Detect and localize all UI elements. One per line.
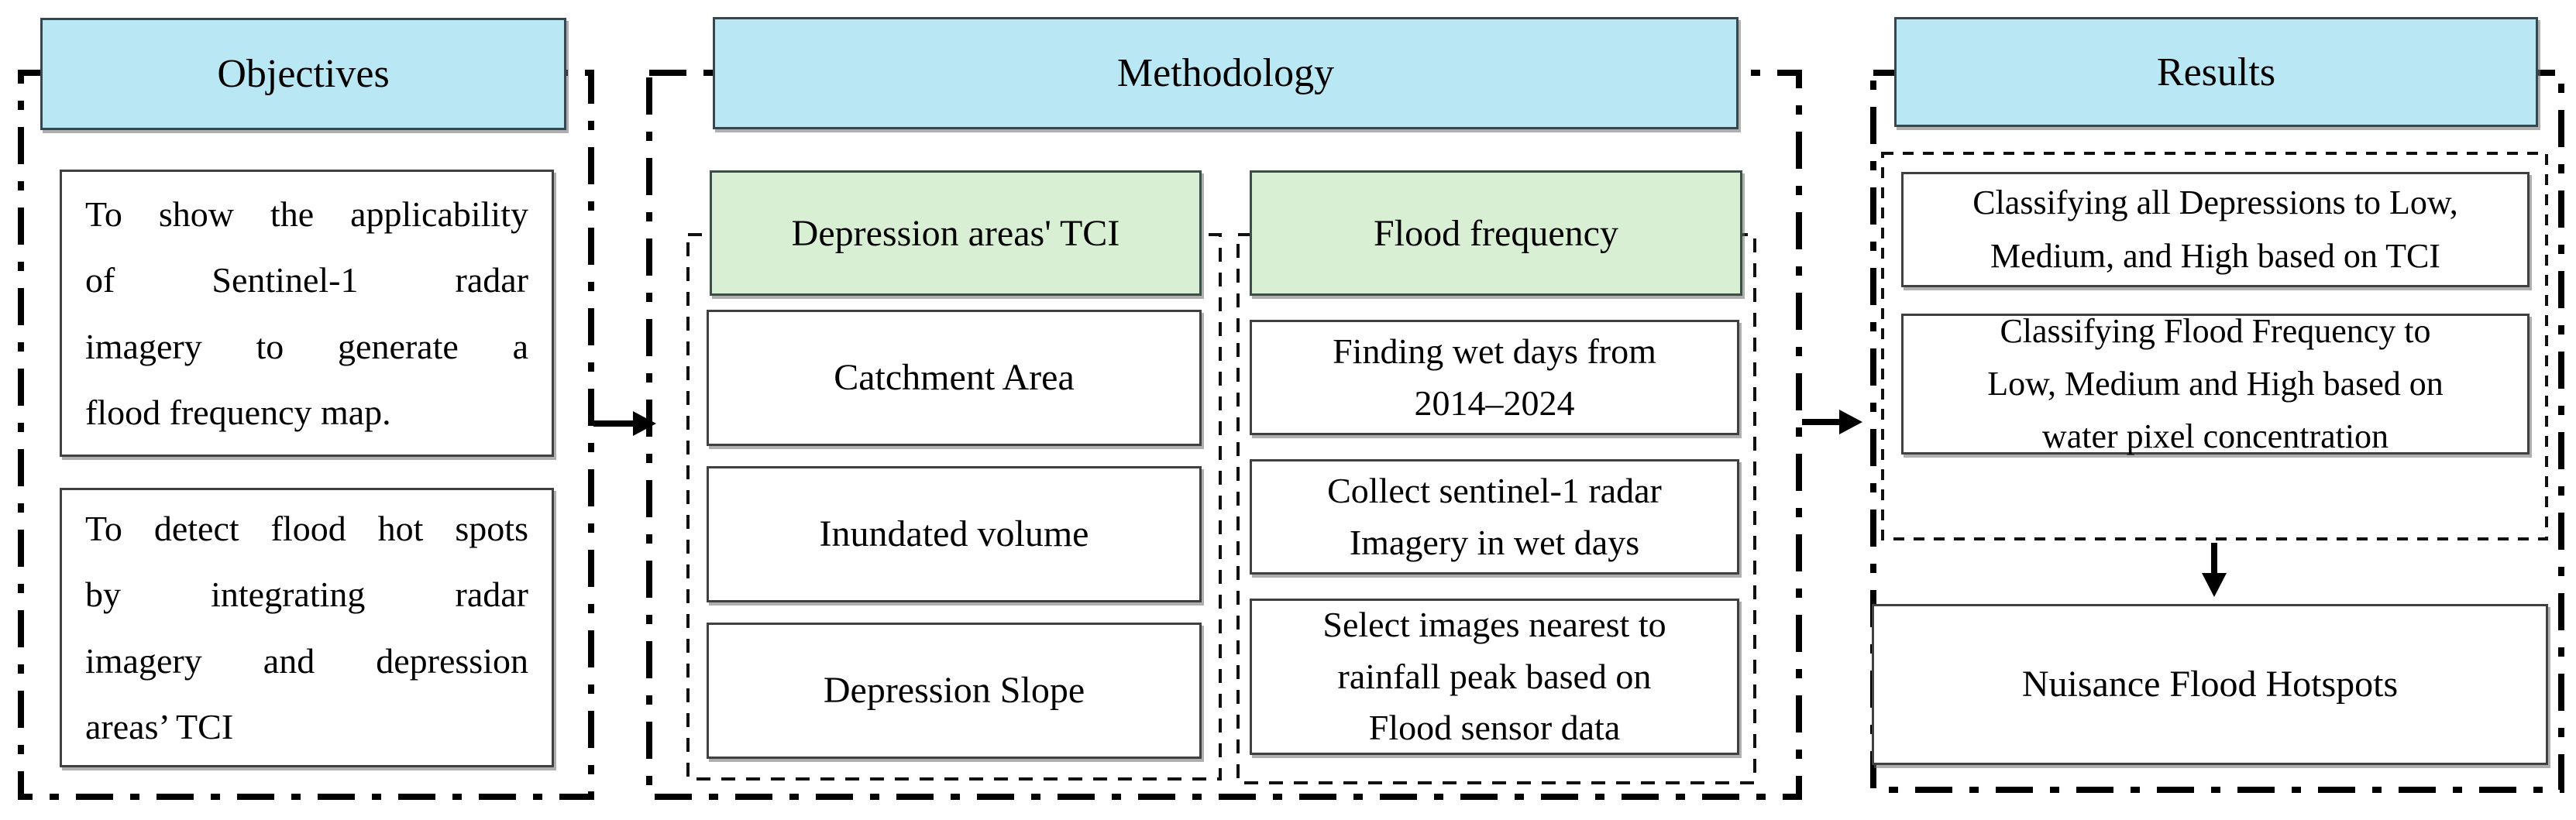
result-box-classify-flood-frequency: Classifying Flood Frequency to Low, Medi… [1901, 312, 2530, 455]
objectives-section-header: Objectives [40, 18, 566, 130]
objective-1-last-line: flood frequency map. [85, 392, 391, 432]
flood-step-select-images: Select images nearest to rainfall peak b… [1250, 599, 1739, 755]
tci-group-header: Depression areas' TCI [710, 170, 1202, 296]
flood-frequency-group-header: Flood frequency [1250, 170, 1742, 296]
results-section-header: Results [1894, 17, 2538, 127]
flood-step-collect-imagery: Collect sentinel-1 radar Imagery in wet … [1250, 459, 1739, 575]
tci-group-border [686, 233, 1222, 781]
objective-2-last-line: areas’ TCI [85, 706, 234, 746]
tci-step-depression-slope: Depression Slope [707, 623, 1202, 759]
tci-step-catchment-area: Catchment Area [707, 310, 1202, 446]
objective-1-justified-text: To show the applicability of Sentinel-1 … [85, 194, 528, 366]
flood-step-wet-days: Finding wet days from 2014–2024 [1250, 320, 1739, 435]
arrow-classification-to-hotspots [2202, 543, 2227, 597]
objective-box-1: To show the applicability of Sentinel-1 … [60, 170, 554, 457]
tci-step-inundated-volume: Inundated volume [707, 466, 1202, 602]
objective-2-justified-text: To detect flood hot spots by integrating… [85, 509, 528, 681]
result-box-nuisance-flood-hotspots: Nuisance Flood Hotspots [1872, 604, 2548, 765]
methodology-section-header: Methodology [713, 17, 1739, 129]
results-group-border [1881, 152, 2548, 540]
result-box-classify-depressions: Classifying all Depressions to Low, Medi… [1901, 172, 2530, 287]
objective-box-2: To detect flood hot spots by integrating… [60, 488, 554, 767]
arrow-objectives-to-methodology [593, 411, 656, 436]
arrow-methodology-to-results [1802, 410, 1862, 434]
